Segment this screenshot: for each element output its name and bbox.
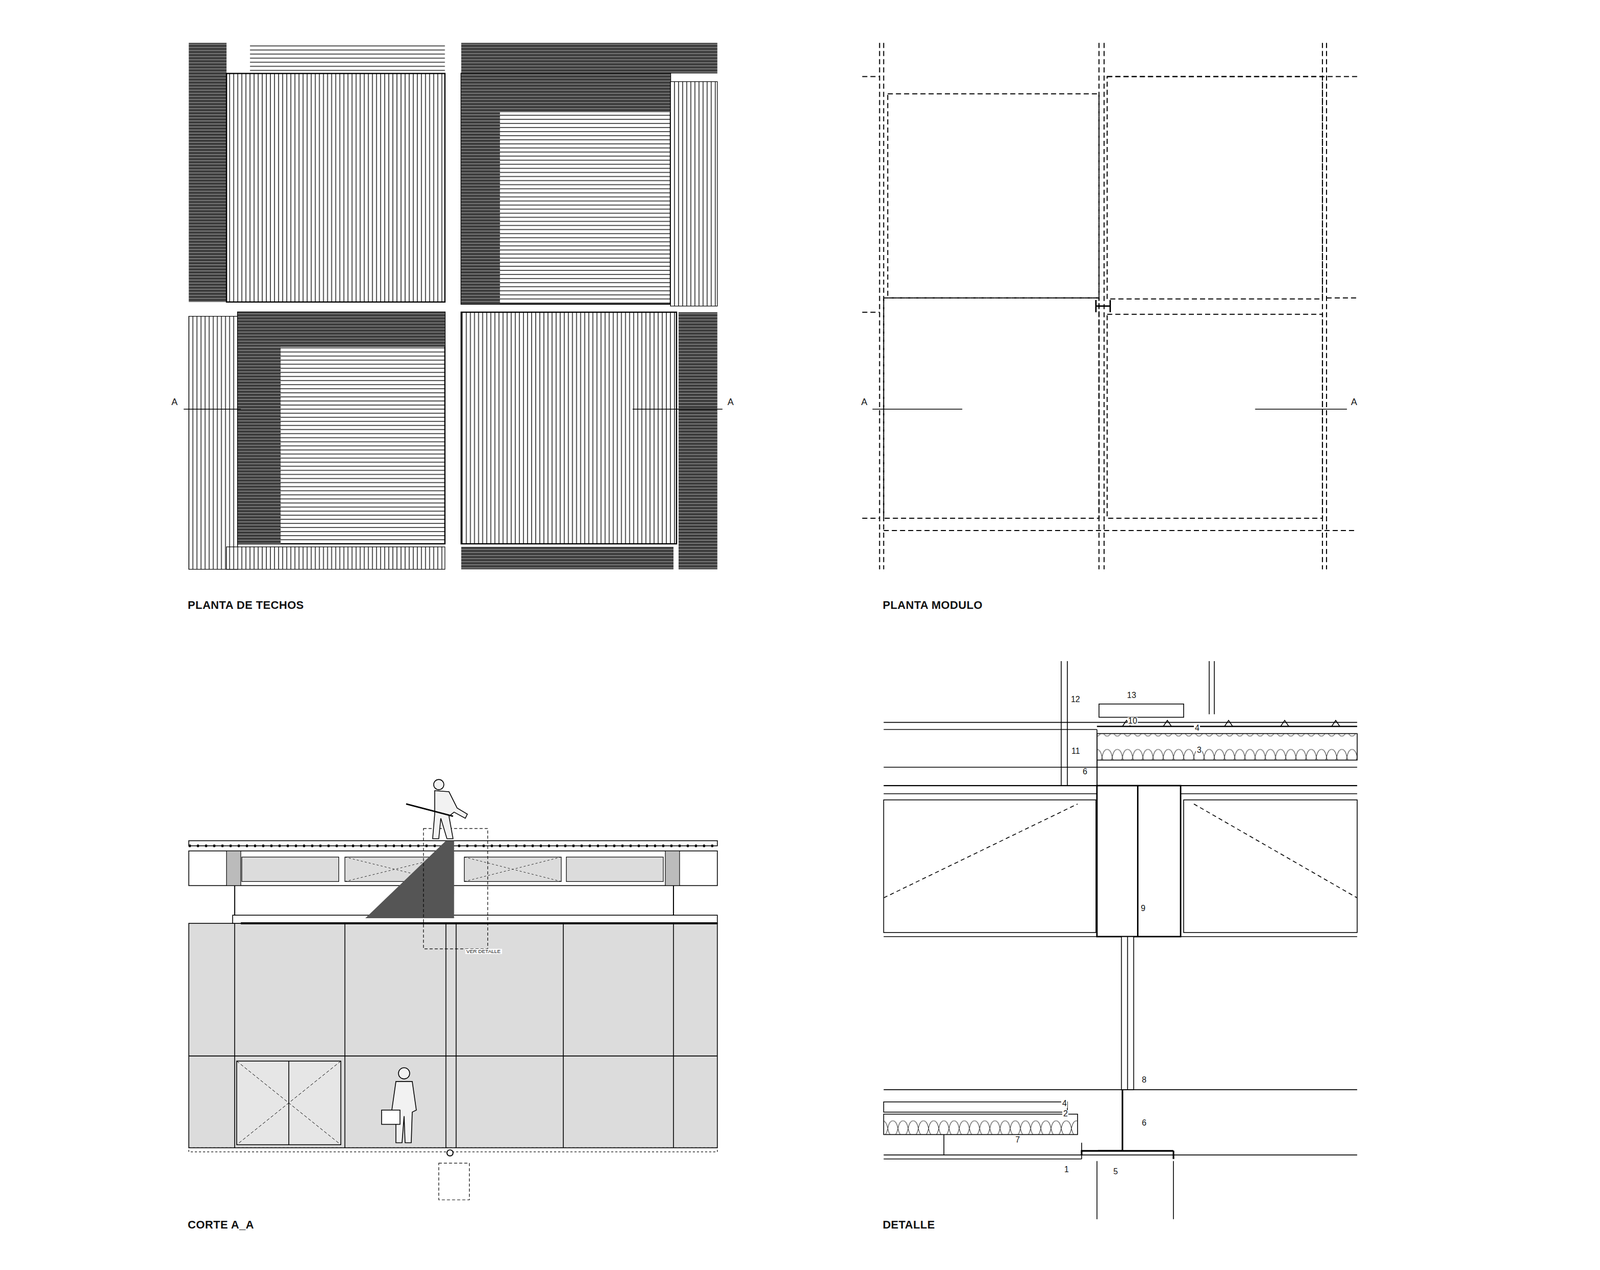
module-plan xyxy=(862,43,1358,570)
callout-number: 12 xyxy=(1069,696,1082,705)
callout-number: 6 xyxy=(1140,1119,1148,1128)
callout-number: 4 xyxy=(1193,724,1201,733)
section-a-a xyxy=(188,779,718,1200)
panel-title: CORTE A_A xyxy=(187,1218,255,1231)
section-marker: A xyxy=(726,397,735,407)
callout-number: 9 xyxy=(1139,904,1147,914)
panel-title: PLANTA DE TECHOS xyxy=(187,599,305,612)
callout-number: 3 xyxy=(1195,746,1203,755)
human-figure xyxy=(381,1067,417,1143)
roof-plan xyxy=(183,43,723,570)
callout-number: 11 xyxy=(1070,747,1082,756)
section-line xyxy=(872,408,1347,410)
panel-title: PLANTA MODULO xyxy=(882,599,983,612)
panel-title: DETALLE xyxy=(882,1218,935,1231)
callout-number: 4 xyxy=(1061,1100,1068,1109)
callout-number: 8 xyxy=(1140,1076,1148,1085)
column-symbol xyxy=(1096,300,1111,313)
callout-number: 1 xyxy=(1063,1166,1070,1175)
human-figure xyxy=(406,779,468,839)
detail-reference: VER DETALLE xyxy=(465,948,502,954)
callout-number: 13 xyxy=(1126,691,1138,701)
section-marker: A xyxy=(860,397,869,407)
construction-detail xyxy=(883,661,1357,1220)
callout-number: 2 xyxy=(1062,1110,1069,1119)
callout-number: 6 xyxy=(1081,768,1089,777)
section-marker: A xyxy=(1350,397,1359,407)
callout-number: 7 xyxy=(1014,1136,1021,1145)
callout-number: 10 xyxy=(1127,717,1139,726)
section-marker: A xyxy=(170,397,179,407)
callout-number: 5 xyxy=(1112,1168,1120,1177)
